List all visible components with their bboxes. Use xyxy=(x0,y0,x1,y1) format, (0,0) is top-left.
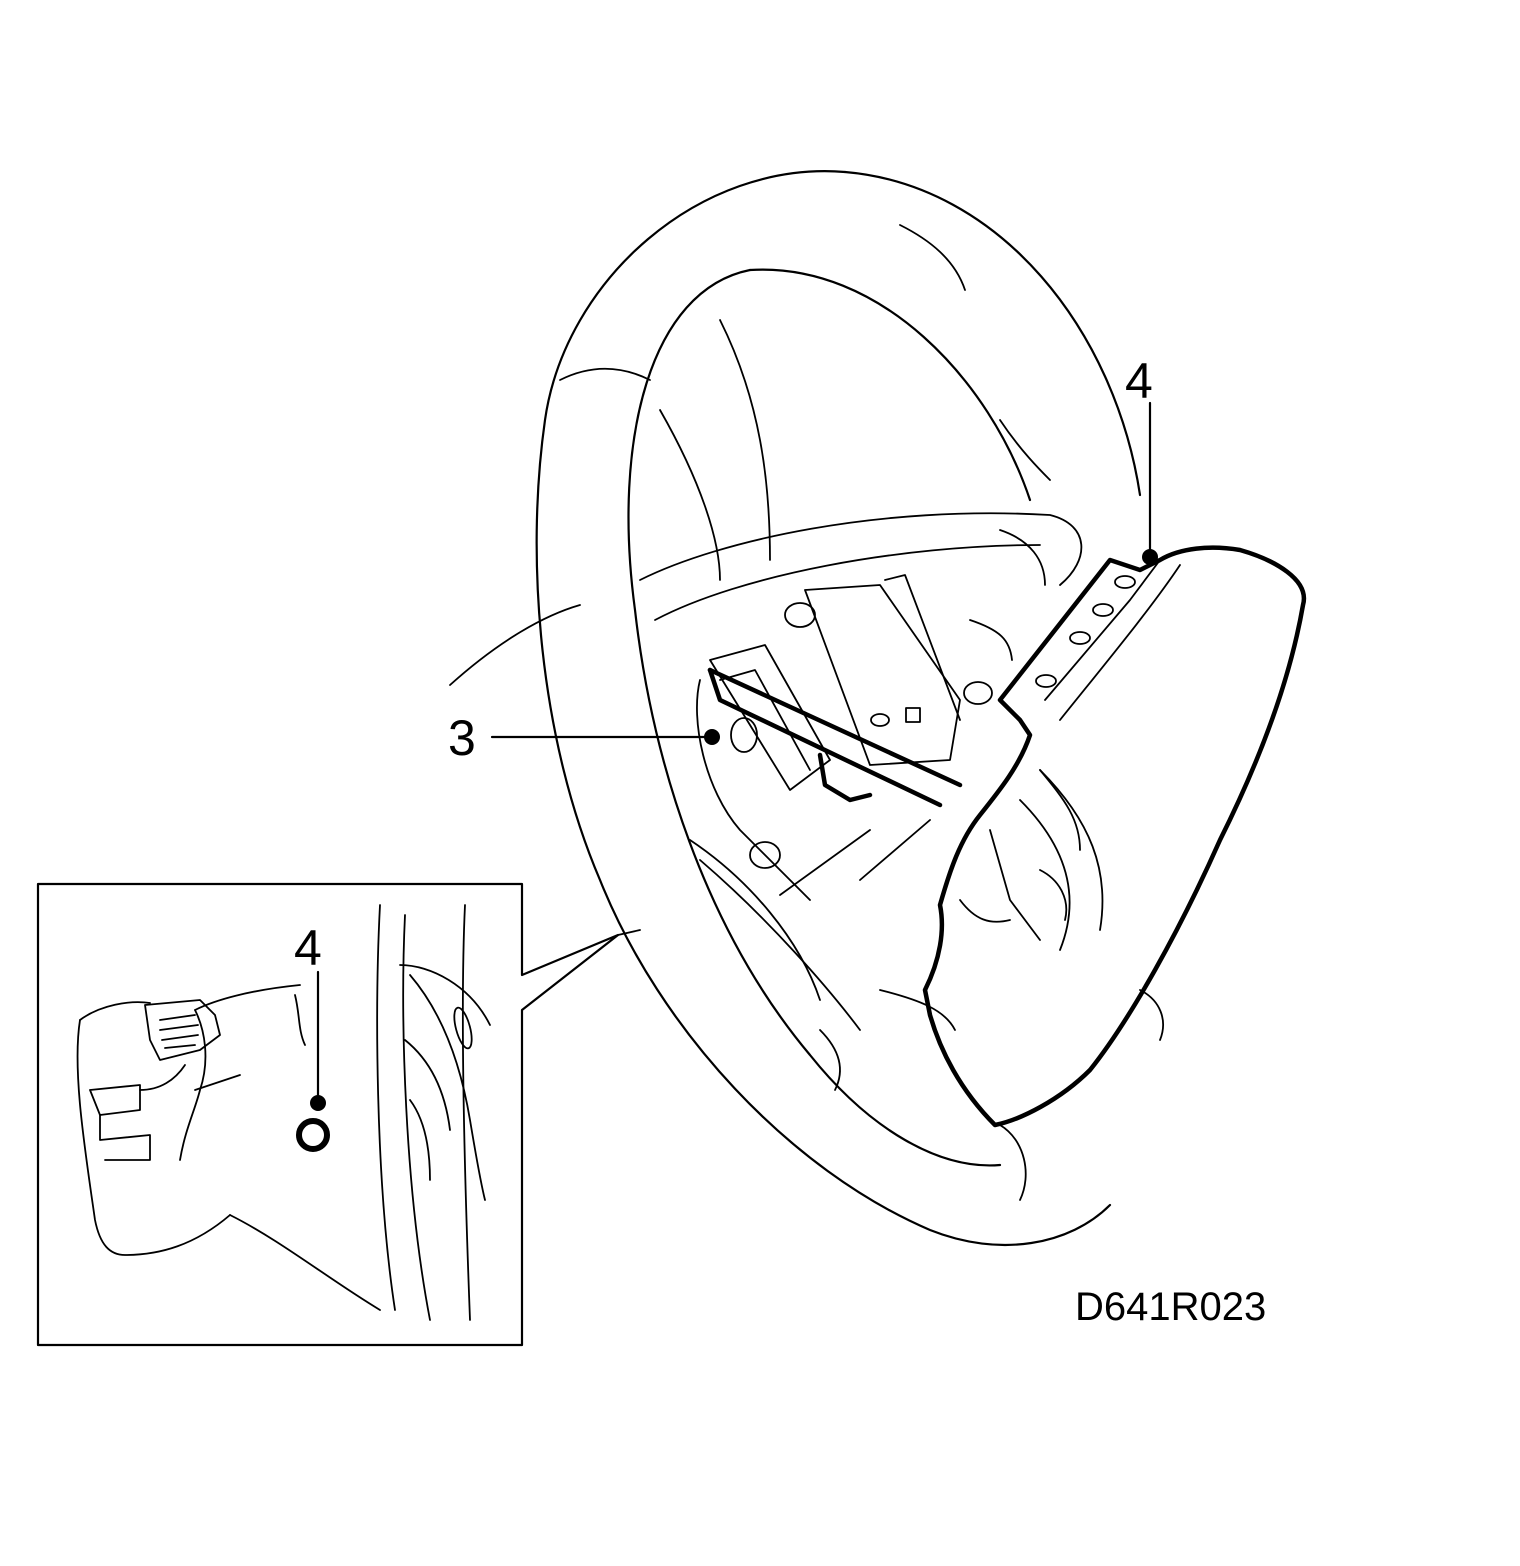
callout-4-inset-label: 4 xyxy=(294,920,322,976)
steering-wheel-hub xyxy=(696,529,1046,901)
steering-wheel-spokes xyxy=(639,319,1104,1031)
callout-3: 3 xyxy=(448,710,720,766)
inset-detail: 4 xyxy=(36,882,641,1347)
callout-4-main-label: 4 xyxy=(1125,353,1153,409)
steering-wheel-rim xyxy=(449,170,1164,1246)
inset-detail-drawing xyxy=(76,904,491,1321)
airbag-module xyxy=(922,545,1307,1128)
callout-4-main: 4 xyxy=(1125,353,1158,565)
callout-3-label: 3 xyxy=(448,710,476,766)
airbag-bracket xyxy=(707,667,963,808)
figure-code: D641R023 xyxy=(1075,1285,1266,1329)
